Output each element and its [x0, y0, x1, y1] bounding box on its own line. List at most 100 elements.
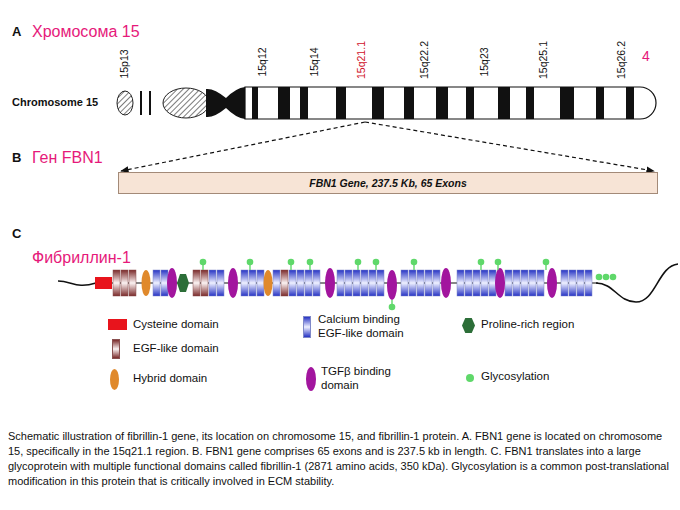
- band-label: 15p13: [118, 49, 131, 78]
- egf-like-domain: [121, 270, 128, 296]
- calcium-binding-egf-domain: [401, 270, 408, 296]
- chromosome-band: [300, 86, 308, 120]
- chromosome-15: [117, 86, 656, 120]
- calcium-binding-egf-domain: [313, 270, 320, 296]
- calcium-binding-egf-domain: [297, 270, 304, 296]
- legend-label: Cysteine domain: [133, 318, 219, 332]
- calcium-binding-egf-domain: [521, 270, 528, 296]
- q-arm-outline: [245, 87, 656, 119]
- egf-like-domain: [129, 270, 136, 296]
- band-label: 15q14: [308, 47, 321, 76]
- calcium-binding-egf-domain: [425, 270, 432, 296]
- zoom-line: [365, 122, 654, 171]
- panel-letter: A: [12, 24, 21, 40]
- calcium-binding-egf-domain: [433, 270, 440, 296]
- calcium-binding-egf-domain: [377, 270, 384, 296]
- tgfb-swatch: [306, 367, 316, 391]
- hybrid-domain: [142, 270, 151, 296]
- calcium-binding-egf-domain: [289, 270, 296, 296]
- legend-label: Glycosylation: [481, 370, 549, 384]
- legend-label: Calcium binding EGF-like domain: [318, 313, 418, 341]
- calcium-binding-egf-domain: [537, 270, 544, 296]
- glycosylation-site: [603, 274, 610, 281]
- legend-label: Hybrid domain: [133, 372, 207, 386]
- chromosome-band: [560, 86, 574, 120]
- calcium-binding-egf-domain: [353, 270, 360, 296]
- proline-rich-region: [177, 274, 189, 292]
- calcium-binding-egf-domain: [481, 270, 488, 296]
- calcium-binding-egf-domain: [473, 270, 480, 296]
- band-label: 15q22.2: [418, 41, 431, 79]
- calcium-binding-egf-domain: [369, 270, 376, 296]
- zoom-line: [121, 122, 365, 171]
- fibrillin-protein: [58, 259, 678, 311]
- hybrid-swatch: [110, 369, 119, 390]
- calcium-binding-egf-domain: [337, 270, 344, 296]
- n-terminal-tail: [58, 281, 96, 285]
- calcium-binding-egf-domain: [569, 270, 576, 296]
- band-label: 15q21.1: [355, 41, 368, 79]
- calcium-binding-egf-domain: [217, 270, 224, 296]
- stalk-line: [140, 91, 142, 115]
- calcium-binding-egf-domain: [161, 270, 168, 296]
- proline-swatch: [462, 318, 475, 333]
- glycosylation-site: [200, 259, 207, 266]
- legend-label: Proline-rich region: [481, 318, 574, 332]
- calcium-binding-egf-domain: [457, 270, 464, 296]
- calcium-binding-egf-domain: [249, 270, 256, 296]
- calcium-binding-egf-domain: [273, 270, 280, 296]
- figure-caption: Schematic illustration of fibrillin-1 ge…: [8, 429, 674, 489]
- calcium-binding-egf-domain: [505, 270, 512, 296]
- calcium-binding-egf-domain: [305, 270, 312, 296]
- p-arm: [163, 88, 209, 118]
- band-group: [252, 86, 634, 120]
- chromosome-band: [404, 86, 414, 120]
- tgfb-binding-domain: [387, 270, 397, 300]
- chromosome-band: [466, 86, 474, 120]
- calcium-binding-egf-domain: [465, 270, 472, 296]
- chromosome-band: [526, 86, 534, 120]
- glycosylation-site: [373, 259, 380, 266]
- band-label: 15q25.1: [537, 41, 550, 79]
- calcium-binding-egf-domain: [489, 270, 496, 296]
- glycosylation-site: [355, 259, 362, 266]
- chromosome-band: [436, 86, 448, 120]
- egf-swatch: [112, 339, 120, 359]
- glycosylation-site: [307, 259, 314, 266]
- glycosylation-site: [247, 259, 254, 266]
- calcium-egf-swatch: [303, 316, 311, 338]
- glycosylation-site: [411, 259, 418, 266]
- glycosylation-site: [389, 304, 396, 311]
- calcium-binding-egf-domain: [577, 270, 584, 296]
- egf-like-domain: [113, 270, 120, 296]
- calcium-binding-egf-domain: [209, 270, 216, 296]
- centromere: [206, 87, 245, 119]
- egf-like-domain: [193, 270, 200, 296]
- calcium-binding-egf-domain: [409, 270, 416, 296]
- cysteine-domain: [95, 277, 112, 289]
- p-arm-satellite: [117, 91, 133, 115]
- russian-heading: Хромосома 15: [32, 22, 140, 41]
- stalk-line: [149, 91, 151, 115]
- calcium-binding-egf-domain: [257, 270, 264, 296]
- band-label: 15q26.2: [615, 41, 628, 79]
- tgfb-binding-domain: [325, 268, 335, 298]
- legend-label: EGF-like domain: [133, 342, 219, 356]
- chromosome-band: [336, 86, 346, 120]
- panel-letter: B: [12, 150, 21, 166]
- tgfb-binding-domain: [495, 268, 505, 298]
- glycosylation-stem: [391, 300, 392, 304]
- glycosylation-site: [288, 259, 295, 266]
- glycosylation-site: [478, 259, 485, 266]
- glycosylation-site: [596, 274, 603, 281]
- calcium-binding-egf-domain: [417, 270, 424, 296]
- calcium-binding-egf-domain: [361, 270, 368, 296]
- chromosome-band: [372, 86, 384, 120]
- egf-like-domain: [281, 270, 288, 296]
- chromosome-band: [626, 86, 634, 120]
- tgfb-binding-domain: [167, 268, 177, 298]
- russian-heading: Фибриллин-1: [32, 248, 131, 267]
- cysteine-swatch: [108, 319, 127, 330]
- band-label: 15q12: [256, 47, 269, 76]
